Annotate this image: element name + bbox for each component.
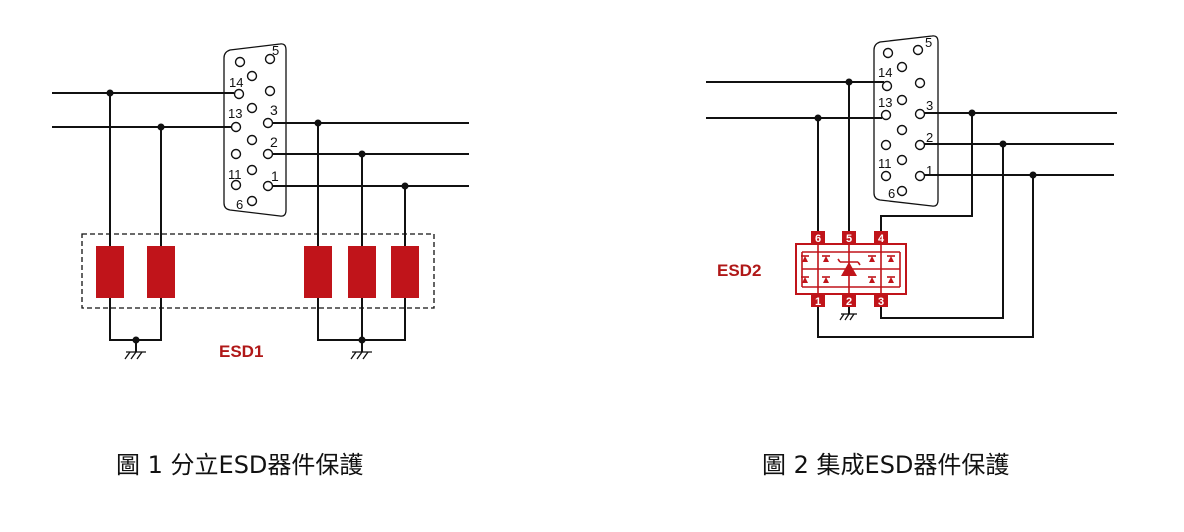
fig1-pin-label-1: 1 (271, 168, 279, 184)
fig1-junction (157, 123, 165, 131)
fig2-connector-pins (880, 44, 926, 197)
fig1-esd-enclosure (81, 233, 435, 309)
fig1-connector-pins (230, 53, 276, 207)
fig1-esd-device (147, 246, 175, 298)
figure1-diagram: 5 14 13 3 2 11 1 6 (52, 43, 469, 361)
fig1-pin-label-11: 11 (228, 167, 242, 182)
fig2-esd-label: ESD2 (717, 261, 761, 280)
fig1-pin-label-5: 5 (272, 43, 279, 58)
fig1-pin-label-13: 13 (228, 106, 242, 121)
fig1-junction (358, 150, 366, 158)
fig1-pin-label-6: 6 (236, 197, 243, 212)
fig2-pin-label-11: 11 (878, 156, 892, 171)
zener-diode-icon (837, 258, 861, 276)
figure2-diagram: 5 14 13 3 2 11 1 6 (706, 35, 1117, 338)
fig1-esd-device (348, 246, 376, 298)
fig1-esd-device (96, 246, 124, 298)
fig1-pin-label-3: 3 (270, 102, 278, 118)
diode-icon (868, 255, 895, 283)
fig2-pin-label-14: 14 (878, 65, 892, 80)
figure1-caption: 圖 1 分立ESD器件保護 (116, 451, 364, 479)
chip-pin-1: 1 (815, 296, 821, 308)
ground-icon (124, 351, 146, 360)
chip-pin-3: 3 (878, 296, 884, 308)
fig1-junction (106, 89, 114, 97)
figure2-caption: 圖 2 集成ESD器件保護 (762, 451, 1010, 479)
fig2-esd-array-chip: 6 5 4 1 2 3 (795, 231, 907, 308)
fig2-pin-label-2: 2 (926, 130, 933, 145)
chip-pin-6: 6 (815, 233, 821, 245)
fig2-pin-label-13: 13 (878, 95, 892, 110)
fig1-esd-label: ESD1 (219, 342, 263, 361)
fig1-connector-shell (223, 43, 287, 217)
fig1-esd-device (391, 246, 419, 298)
fig2-pin-label-3: 3 (926, 98, 933, 113)
fig1-esd-device (304, 246, 332, 298)
chip-pin-2: 2 (846, 296, 852, 308)
fig2-connector-shell (873, 35, 939, 207)
fig2-pin-label-1: 1 (926, 163, 933, 178)
fig1-pin-label-2: 2 (270, 134, 278, 150)
chip-pin-4: 4 (878, 233, 885, 245)
ground-icon (350, 351, 372, 360)
diode-icon (801, 255, 830, 283)
fig2-pin-label-6: 6 (888, 186, 895, 201)
ground-icon (839, 313, 857, 321)
fig1-junction (401, 182, 409, 190)
fig1-junction (314, 119, 322, 127)
fig1-pin-label-14: 14 (229, 75, 243, 90)
fig2-pin-label-5: 5 (925, 35, 932, 50)
chip-pin-5: 5 (846, 233, 852, 245)
